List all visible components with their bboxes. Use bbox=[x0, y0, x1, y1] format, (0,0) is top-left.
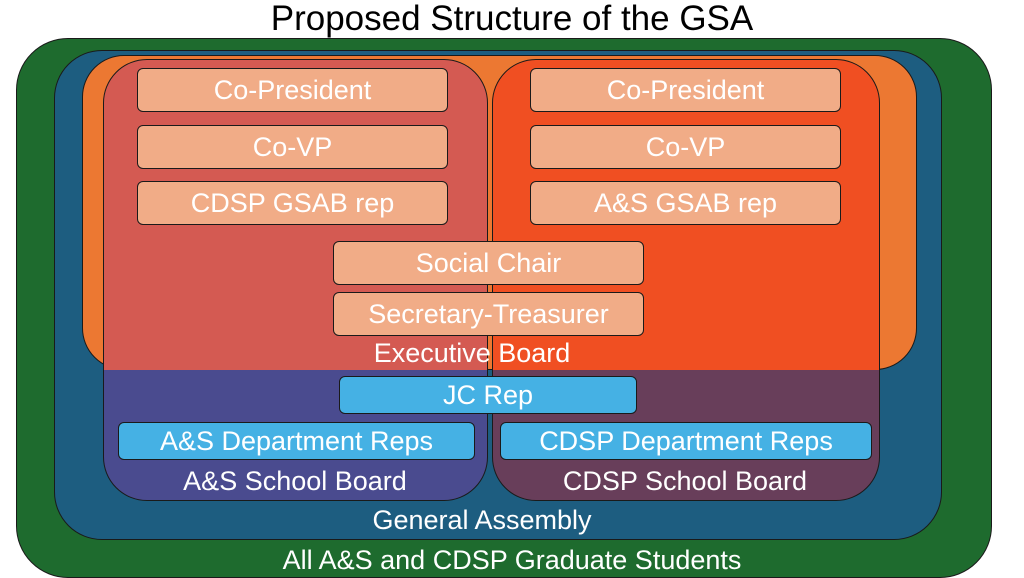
secretary-treasurer-box: Secretary-Treasurer bbox=[333, 292, 644, 336]
all-students-label: All A&S and CDSP Graduate Students bbox=[282, 545, 742, 575]
cdsp-department-reps-box: CDSP Department Reps bbox=[500, 422, 872, 460]
cdsp-co-president-box: Co-President bbox=[530, 68, 841, 112]
cdsp-school-board-label: CDSP School Board bbox=[562, 466, 808, 496]
as-department-reps-box: A&S Department Reps bbox=[118, 422, 475, 460]
cdsp-co-vp-box: Co-VP bbox=[530, 125, 841, 169]
diagram-title: Proposed Structure of the GSA bbox=[270, 0, 754, 38]
executive-board-label: Executive Board bbox=[373, 338, 571, 368]
social-chair-box: Social Chair bbox=[333, 241, 644, 285]
as-school-board-label: A&S School Board bbox=[183, 466, 407, 496]
cdsp-as-gsab-rep-box: A&S GSAB rep bbox=[530, 181, 841, 225]
jc-rep-box: JC Rep bbox=[339, 376, 637, 414]
general-assembly-label: General Assembly bbox=[372, 505, 592, 535]
as-co-vp-box: Co-VP bbox=[137, 125, 448, 169]
as-cdsp-gsab-rep-box: CDSP GSAB rep bbox=[137, 181, 448, 225]
as-co-president-box: Co-President bbox=[137, 68, 448, 112]
